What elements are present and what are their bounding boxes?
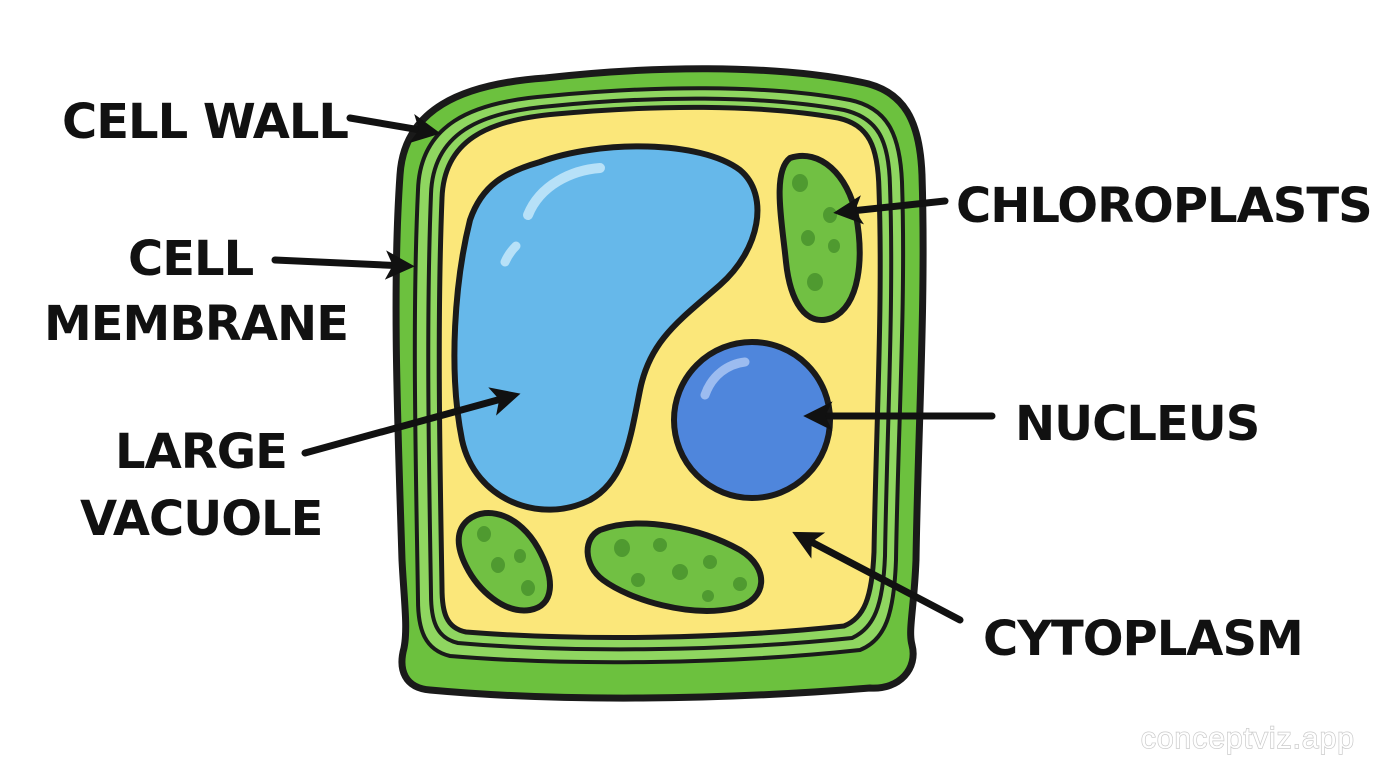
label-cell-membrane-line1: CELL (128, 231, 254, 287)
label-nucleus: NUCLEUS (1015, 396, 1259, 452)
chloroplast-lower-left (455, 509, 553, 614)
label-cytoplasm: CYTOPLASM (983, 611, 1303, 667)
label-cell-wall: CELL WALL (62, 94, 348, 150)
label-cell-membrane-line2: MEMBRANE (44, 296, 348, 352)
arrow-large-vacuole (301, 387, 521, 457)
chloroplast-bottom (584, 520, 765, 614)
nucleus-highlight (700, 357, 750, 400)
vacuole-highlight-dot (500, 241, 521, 267)
cell-membrane (426, 96, 894, 652)
label-chloroplasts: CHLOROPLASTS (956, 178, 1372, 234)
label-large-vacuole-line1: LARGE (115, 424, 287, 480)
arrow-chloroplasts (833, 195, 949, 225)
arrow-cell-wall (346, 114, 441, 144)
nucleus (671, 339, 833, 501)
watermark: conceptviz.app (1141, 722, 1355, 755)
arrow-cell-membrane (271, 250, 415, 280)
vacuole-highlight (523, 163, 605, 220)
arrow-cytoplasm (792, 531, 964, 624)
label-large-vacuole-line2: VACUOLE (80, 491, 322, 547)
large-vacuole (451, 143, 761, 513)
